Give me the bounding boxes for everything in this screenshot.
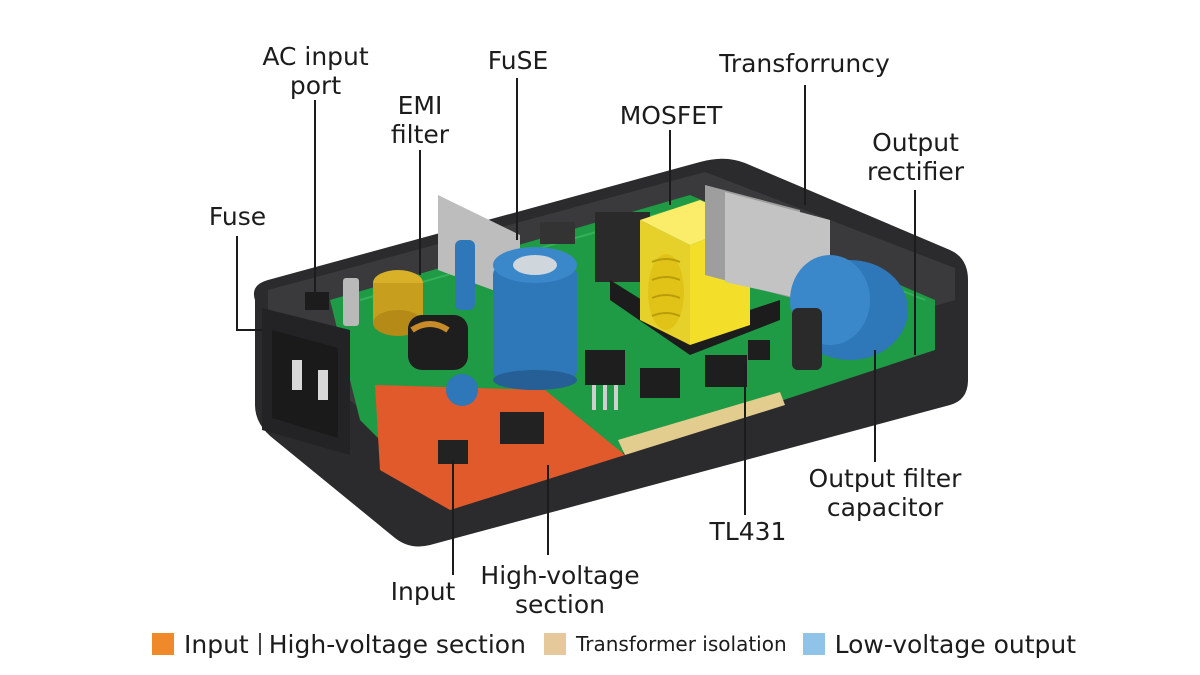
emi-filter-component (373, 270, 468, 370)
input-zone-chips (438, 412, 544, 464)
leader-lines (236, 78, 916, 575)
legend-label-transformer-isolation: Transformer isolation (575, 632, 787, 656)
tiny-blue-capacitor (446, 374, 478, 406)
label-tl431: TL431 (709, 517, 787, 546)
label-fuse-top: FuSE (487, 46, 549, 75)
legend-separator (258, 633, 261, 655)
legend-swatch-input (152, 633, 174, 655)
legend-item-input: Input (152, 630, 249, 659)
bulk-capacitor (493, 247, 577, 390)
legend-swatch-transformer-isolation (543, 633, 566, 655)
small-blue-capacitor (455, 240, 475, 310)
label-input: Input (390, 577, 456, 606)
input-zone (375, 385, 625, 510)
tl431-component (705, 355, 747, 387)
label-high-voltage-section: High-voltage section (480, 561, 640, 619)
mosfet-component (585, 350, 625, 410)
label-ac-input-port: AC input port (262, 42, 369, 100)
fuse-component-left (305, 278, 359, 326)
isolation-strip (618, 392, 785, 455)
legend-label-low-voltage-output: Low-voltage output (834, 629, 1077, 659)
legend-item-low-voltage-output: Low-voltage output (802, 629, 1077, 659)
legend-item-transformer-isolation: Transformer isolation (543, 632, 787, 656)
legend-label-input: Input (184, 629, 249, 659)
legend-label-high-voltage: High-voltage section (268, 629, 526, 659)
output-rectifier-component (792, 308, 822, 370)
legend-swatch-low-voltage-output (802, 633, 825, 655)
label-mosfet: MOSFET (619, 101, 723, 130)
ic-chip-2 (748, 340, 770, 360)
ac-input-port (262, 308, 350, 455)
label-output-rectifier: Output rectifier (866, 128, 964, 186)
label-output-filter-capacitor: Output filter capacitor (808, 464, 962, 522)
label-emi-filter: EMI filter (390, 91, 450, 149)
small-block (540, 222, 575, 244)
ic-chip-1 (640, 368, 680, 398)
legend: Input High-voltage section Transformer i… (152, 628, 1076, 660)
label-transformer: Transforruncy (719, 49, 890, 78)
legend-item-high-voltage: High-voltage section (269, 630, 526, 659)
label-fuse-left: Fuse (208, 202, 267, 231)
